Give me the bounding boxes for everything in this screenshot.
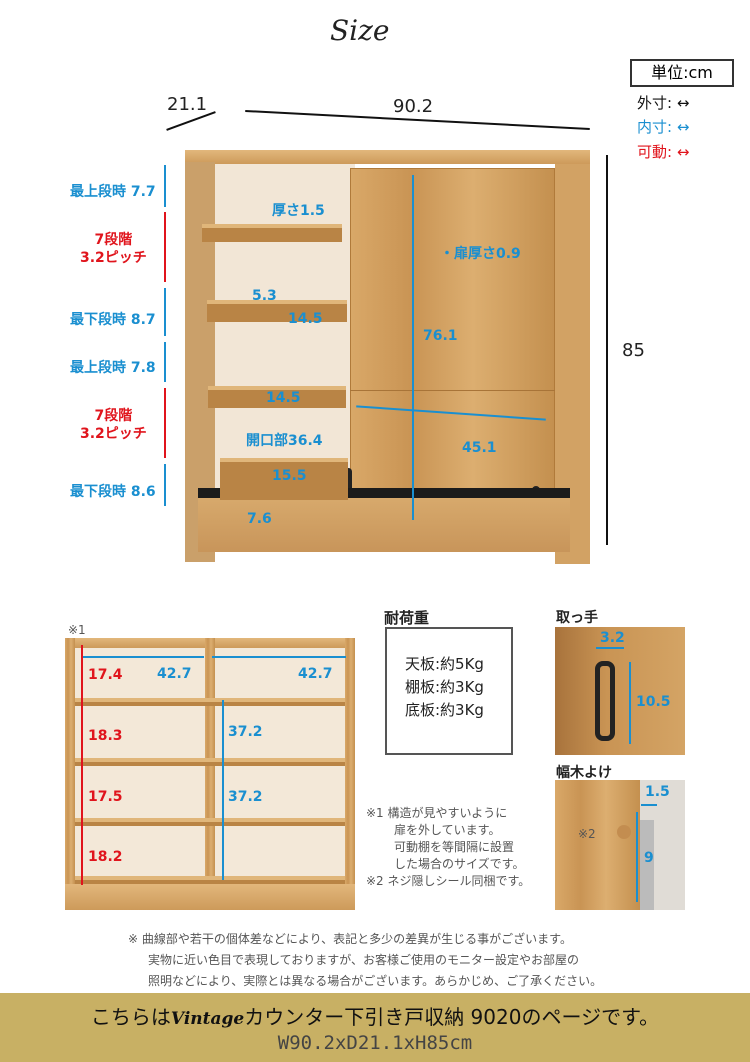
inner-width-right: 42.7 (298, 666, 333, 682)
load-box: 天板:約5Kg 棚板:約3Kg 底板:約3Kg (385, 627, 513, 755)
inner-height-right-2: 37.2 (228, 789, 263, 805)
inner-height-4: 18.2 (88, 849, 123, 865)
disclaimer-1: ※ 曲線部や若干の個体差などにより、表記と多少の差異が生じる事がございます。 (128, 932, 572, 946)
shelf-depth-2: 14.5 (266, 390, 301, 406)
plinth-label: 7.6 (247, 511, 272, 527)
disclaimer-3: 照明などにより、実際とは異なる場合がございます。あらかじめ、ご了承ください。 (148, 974, 603, 988)
inner-view-mark: ※1 (68, 623, 86, 637)
skirting-title: 幅木よけ (556, 765, 612, 781)
left-label-3: 最下段時 8.7 (70, 312, 156, 328)
side-notes: ※1 構造が見やすいように 扉を外しています。 可動棚を等間隔に設置 した場合の… (366, 805, 530, 890)
left-label-5: 7段階 3.2ピッチ (80, 408, 147, 442)
legend-outer: 外寸: ↔ (637, 94, 690, 112)
handle-width: 3.2 (600, 630, 625, 646)
left-label-2: 7段階 3.2ピッチ (80, 232, 147, 266)
door-width-label: 45.1 (462, 440, 497, 456)
disclaimer-2: 実物に近い色目で表現しておりますが、お客様ご使用のモニター設定やお部屋の (148, 953, 580, 967)
note-4: した場合のサイズです。 (394, 857, 525, 871)
left-label-6: 最下段時 8.6 (70, 484, 156, 500)
legend-outer-label: 外寸: (637, 94, 673, 112)
opening-label: 開口部36.4 (246, 433, 323, 449)
footer-brand: Vintage (170, 1009, 245, 1029)
depth-label: 21.1 (167, 94, 208, 115)
cabinet-image (180, 150, 590, 585)
load-title: 耐荷重 (384, 609, 430, 627)
legend-movable-label: 可動: (637, 143, 673, 161)
footer-product: カウンター下引き戸収納 9020 (244, 1005, 522, 1029)
inner-height-3: 17.5 (88, 789, 123, 805)
footer-title: こちらはVintageカウンター下引き戸収納 9020のページです。 (0, 1001, 750, 1030)
inner-width-left: 42.7 (157, 666, 192, 682)
legend-inner-label: 内寸: (637, 118, 673, 136)
inner-height-2: 18.3 (88, 728, 123, 744)
footer-prefix: こちらは (90, 1005, 171, 1029)
inner-height-1: 17.4 (88, 667, 123, 683)
inner-view-image (65, 638, 355, 910)
skirting-mark: ※2 (578, 827, 596, 841)
footer-suffix: のページです。 (521, 1005, 660, 1029)
unit-box: 単位:cm (630, 59, 734, 87)
height-label: 85 (622, 340, 645, 361)
page-title: Size (330, 14, 390, 47)
shelf-gap-label: 5.3 (252, 288, 277, 304)
shelf-depth-1: 14.5 (288, 311, 323, 327)
board-thickness-label: 厚さ1.5 (272, 203, 325, 219)
load-bottom: 底板:約3Kg (405, 701, 484, 719)
skirting-height: 9 (644, 850, 654, 866)
left-label-4: 最上段時 7.8 (70, 360, 156, 376)
shelf-depth-3: 15.5 (272, 468, 307, 484)
skirting-image (555, 780, 685, 910)
door-thickness-label: ・扉厚さ0.9 (440, 246, 521, 262)
door-height-label: 76.1 (423, 328, 458, 344)
handle-height: 10.5 (636, 694, 671, 710)
skirting-width: 1.5 (645, 784, 670, 800)
footer-size: W90.2xD21.1xH85cm (277, 1032, 473, 1054)
footer-banner: こちらはVintageカウンター下引き戸収納 9020のページです。 W90.2… (0, 993, 750, 1062)
left-label-1: 最上段時 7.7 (70, 184, 156, 200)
note-5: ※2 ネジ隠しシール同梱です。 (366, 874, 531, 888)
legend-inner: 内寸: ↔ (637, 118, 690, 136)
width-label: 90.2 (393, 96, 434, 117)
handle-title: 取っ手 (556, 610, 598, 626)
note-1: ※1 構造が見やすいように (366, 806, 508, 820)
inner-height-right-1: 37.2 (228, 724, 263, 740)
load-top: 天板:約5Kg (405, 655, 484, 673)
disclaimer: ※ 曲線部や若干の個体差などにより、表記と多少の差異が生じる事がございます。 実… (128, 929, 602, 992)
load-shelf: 棚板:約3Kg (405, 678, 484, 696)
note-3: 可動棚を等間隔に設置 (394, 840, 515, 854)
note-2: 扉を外しています。 (394, 823, 501, 837)
legend-movable: 可動: ↔ (637, 143, 690, 161)
